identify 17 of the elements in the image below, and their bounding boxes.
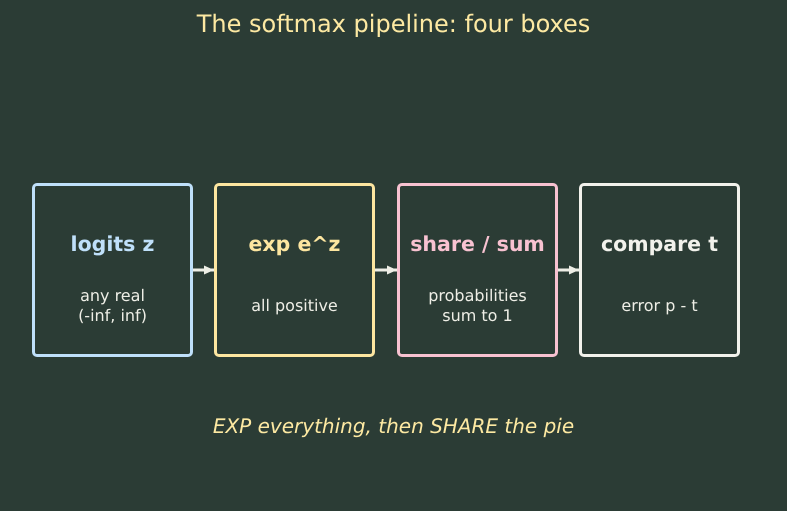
arrow	[375, 266, 397, 274]
box-description: any real (-inf, inf)	[77, 286, 148, 326]
box-description: probabilities sum to 1	[427, 286, 528, 326]
box-description: error p - t	[621, 296, 698, 316]
diagram-title: The softmax pipeline: four boxes	[196, 9, 590, 39]
box-heading: share / sum	[410, 232, 545, 256]
process-box	[397, 183, 558, 357]
box-heading: exp e^z	[248, 232, 340, 256]
arrow	[193, 266, 214, 274]
process-box	[32, 183, 193, 357]
box-description: all positive	[251, 296, 338, 316]
box-heading: compare t	[600, 232, 718, 256]
arrow	[558, 266, 579, 274]
process-box	[579, 183, 740, 357]
box-heading: logits z	[70, 232, 154, 256]
diagram-caption: EXP everything, then SHARE the pie	[212, 413, 574, 439]
process-box	[214, 183, 375, 357]
